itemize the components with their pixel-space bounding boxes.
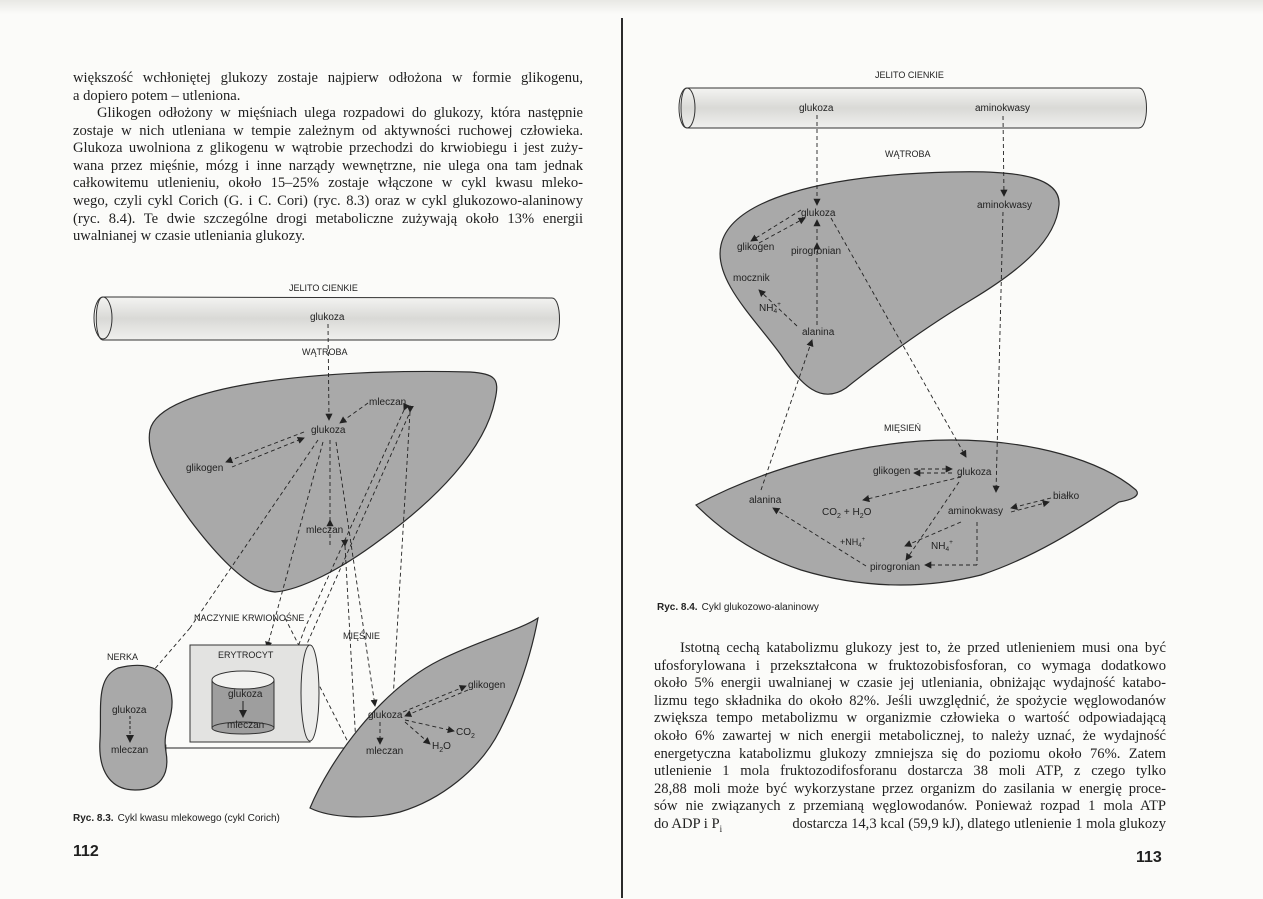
muscle-shape [309,616,539,818]
label-muscle-nh4-left: +NH4+ [840,537,866,549]
label-muscle-r: MIĘSIEŃ [884,423,921,433]
kidney-shape [99,664,173,791]
label-muscle: MIĘŚNIE [343,630,380,641]
label-liver-pyruvate: pirogronian [791,246,841,257]
text-line: około 6% zawartej w nich energii metabol… [654,727,1166,744]
label-intestine: JELITO CIENKIE [289,283,358,293]
label-liver-r: WĄTROBA [885,149,931,159]
alanine-pathways [750,115,1052,569]
label-liver-glycogen-r: glikogen [737,242,774,253]
label-muscle-co2-r: CO2+ H2O [822,507,872,520]
text-line: (ryc. 8.4). Te dwie szczególne drogi met… [73,210,583,227]
text-line: około 5% energii uwalnianej w czasie jej… [654,675,1166,692]
label-liver-glucose: glukoza [311,425,346,436]
erythrocyte-cylinder [211,670,275,735]
label-liver-amino: aminokwasy [977,200,1032,211]
label-liver-nh4: NH4+ [759,301,781,315]
text-line: uwalnianej w czasie utleniania glukozy. [73,228,306,245]
label-liver-urea: mocznik [733,273,771,284]
text-line: sów nie związanych z przemianą węglowoda… [654,798,1166,815]
intestine-tube-r [678,87,1147,129]
label-muscle-glycogen-r: glikogen [873,466,910,477]
label-kidney-lactate: mleczan [111,745,148,756]
label-vessels: NACZYNIE KRWIONOŚNE [194,612,304,623]
text-line: wego, czyli cykl Corich (G. i C. Cori) (… [73,192,583,209]
scan-edge [0,0,1263,14]
label-liver: WĄTROBA [302,347,348,357]
label-intestine-glucose-r: glukoza [799,103,834,114]
text-line: Glikogen odłożony w mięśniach ulega rozp… [97,105,583,121]
label-kidney-glucose: glukoza [112,705,147,716]
caption-fig-8-4: Ryc. 8.4.Cykl glukozowo-alaninowy [657,602,819,613]
page-number-left: 112 [73,843,99,860]
page-number-right: 113 [1136,849,1162,866]
muscle-shape-r [695,439,1138,586]
label-muscle-h2o: H2O [432,741,451,754]
left-paragraph-2: Glikogen odłożony w mięśniach ulega rozp… [73,105,583,246]
label-liver-lactate-top: mleczan [369,397,406,408]
text-line: 28,88 moli może być wykorzystane przez o… [654,780,1166,797]
label-muscle-pyruvate: pirogronian [870,562,920,573]
label-erythrocyte: ERYTROCYT [218,650,274,660]
label-muscle-alanine: alanina [749,495,782,506]
label-muscle-lactate: mleczan [366,746,403,757]
label-muscle-glucose-r: glukoza [957,467,992,478]
label-ery-glucose: glukoza [228,689,263,700]
label-muscle-protein: białko [1053,491,1080,502]
label-muscle-glycogen: glikogen [468,680,505,691]
label-ery-lactate: mleczan [227,720,264,731]
right-paragraph: Istotną cechą katabolizmu glukozy jest t… [654,640,1166,838]
text-line: lizmu tego składnika do około 82%. Jeśli… [654,692,1166,709]
label-intestine-r: JELITO CIENKIE [875,70,944,80]
muscle-pathways [376,685,469,745]
text-line: zostaje w nich utleniana w tempie zależn… [73,122,583,139]
text-line: większość wchłoniętej glukozy zostaje na… [73,70,583,86]
left-paragraph-1: większość wchłoniętej glukozy zostaje na… [73,70,583,105]
page-gutter [621,18,623,898]
label-muscle-nh4-right: NH4+ [931,539,953,553]
liver-shape [148,370,498,593]
text-line: a dopiero potem – utleniona. [73,87,241,104]
label-liver-glucose-r: glukoza [801,208,836,219]
text-line: wana przez mięśnie, mózg i inne narządy … [73,157,583,174]
label-liver-glycogen: glikogen [186,463,223,474]
liver-shape-r [719,171,1060,395]
text-line: utlenienie 1 mola fruktozodifosforanu do… [654,763,1166,780]
label-intestine-glucose: glukoza [310,312,345,323]
text-line: do ADP i Pi dostarcza 14,3 kcal (59,9 kJ… [654,815,1166,834]
label-liver-alanine: alanina [802,327,835,338]
label-liver-lactate-mid: mleczan [306,525,343,536]
text-line: zwiększa tempo metabolizmu w organizmie … [654,710,1166,727]
figure-glucose-alanine-cycle: JELITO CIENKIE glukoza aminokwasy WĄTROB… [657,70,1147,613]
text-line: całkowitemu utlenieniu, około 15–25% zos… [73,175,583,192]
label-muscle-co2: CO2 [456,727,475,740]
text-line: Glukoza uwolniona z glikogenu w wątrobie… [73,140,583,157]
text-line: ufosforylowana i przekształcona w frukto… [654,657,1166,674]
figure-cori-cycle: JELITO CIENKIE glukoza WĄTROBA mleczan g… [73,283,560,824]
label-muscle-glucose: glukoza [368,710,403,721]
text-line: Istotną cechą katabolizmu glukozy jest t… [680,640,1166,656]
intestine-tube [93,296,560,341]
label-intestine-amino: aminokwasy [975,103,1030,114]
label-kidney: NERKA [107,652,138,662]
label-muscle-amino: aminokwasy [948,506,1003,517]
text-line: energetyczna katabolizmu glukozy zmniejs… [654,745,1166,762]
caption-fig-8-3: Ryc. 8.3.Cykl kwasu mlekowego (cykl Cori… [73,813,280,824]
